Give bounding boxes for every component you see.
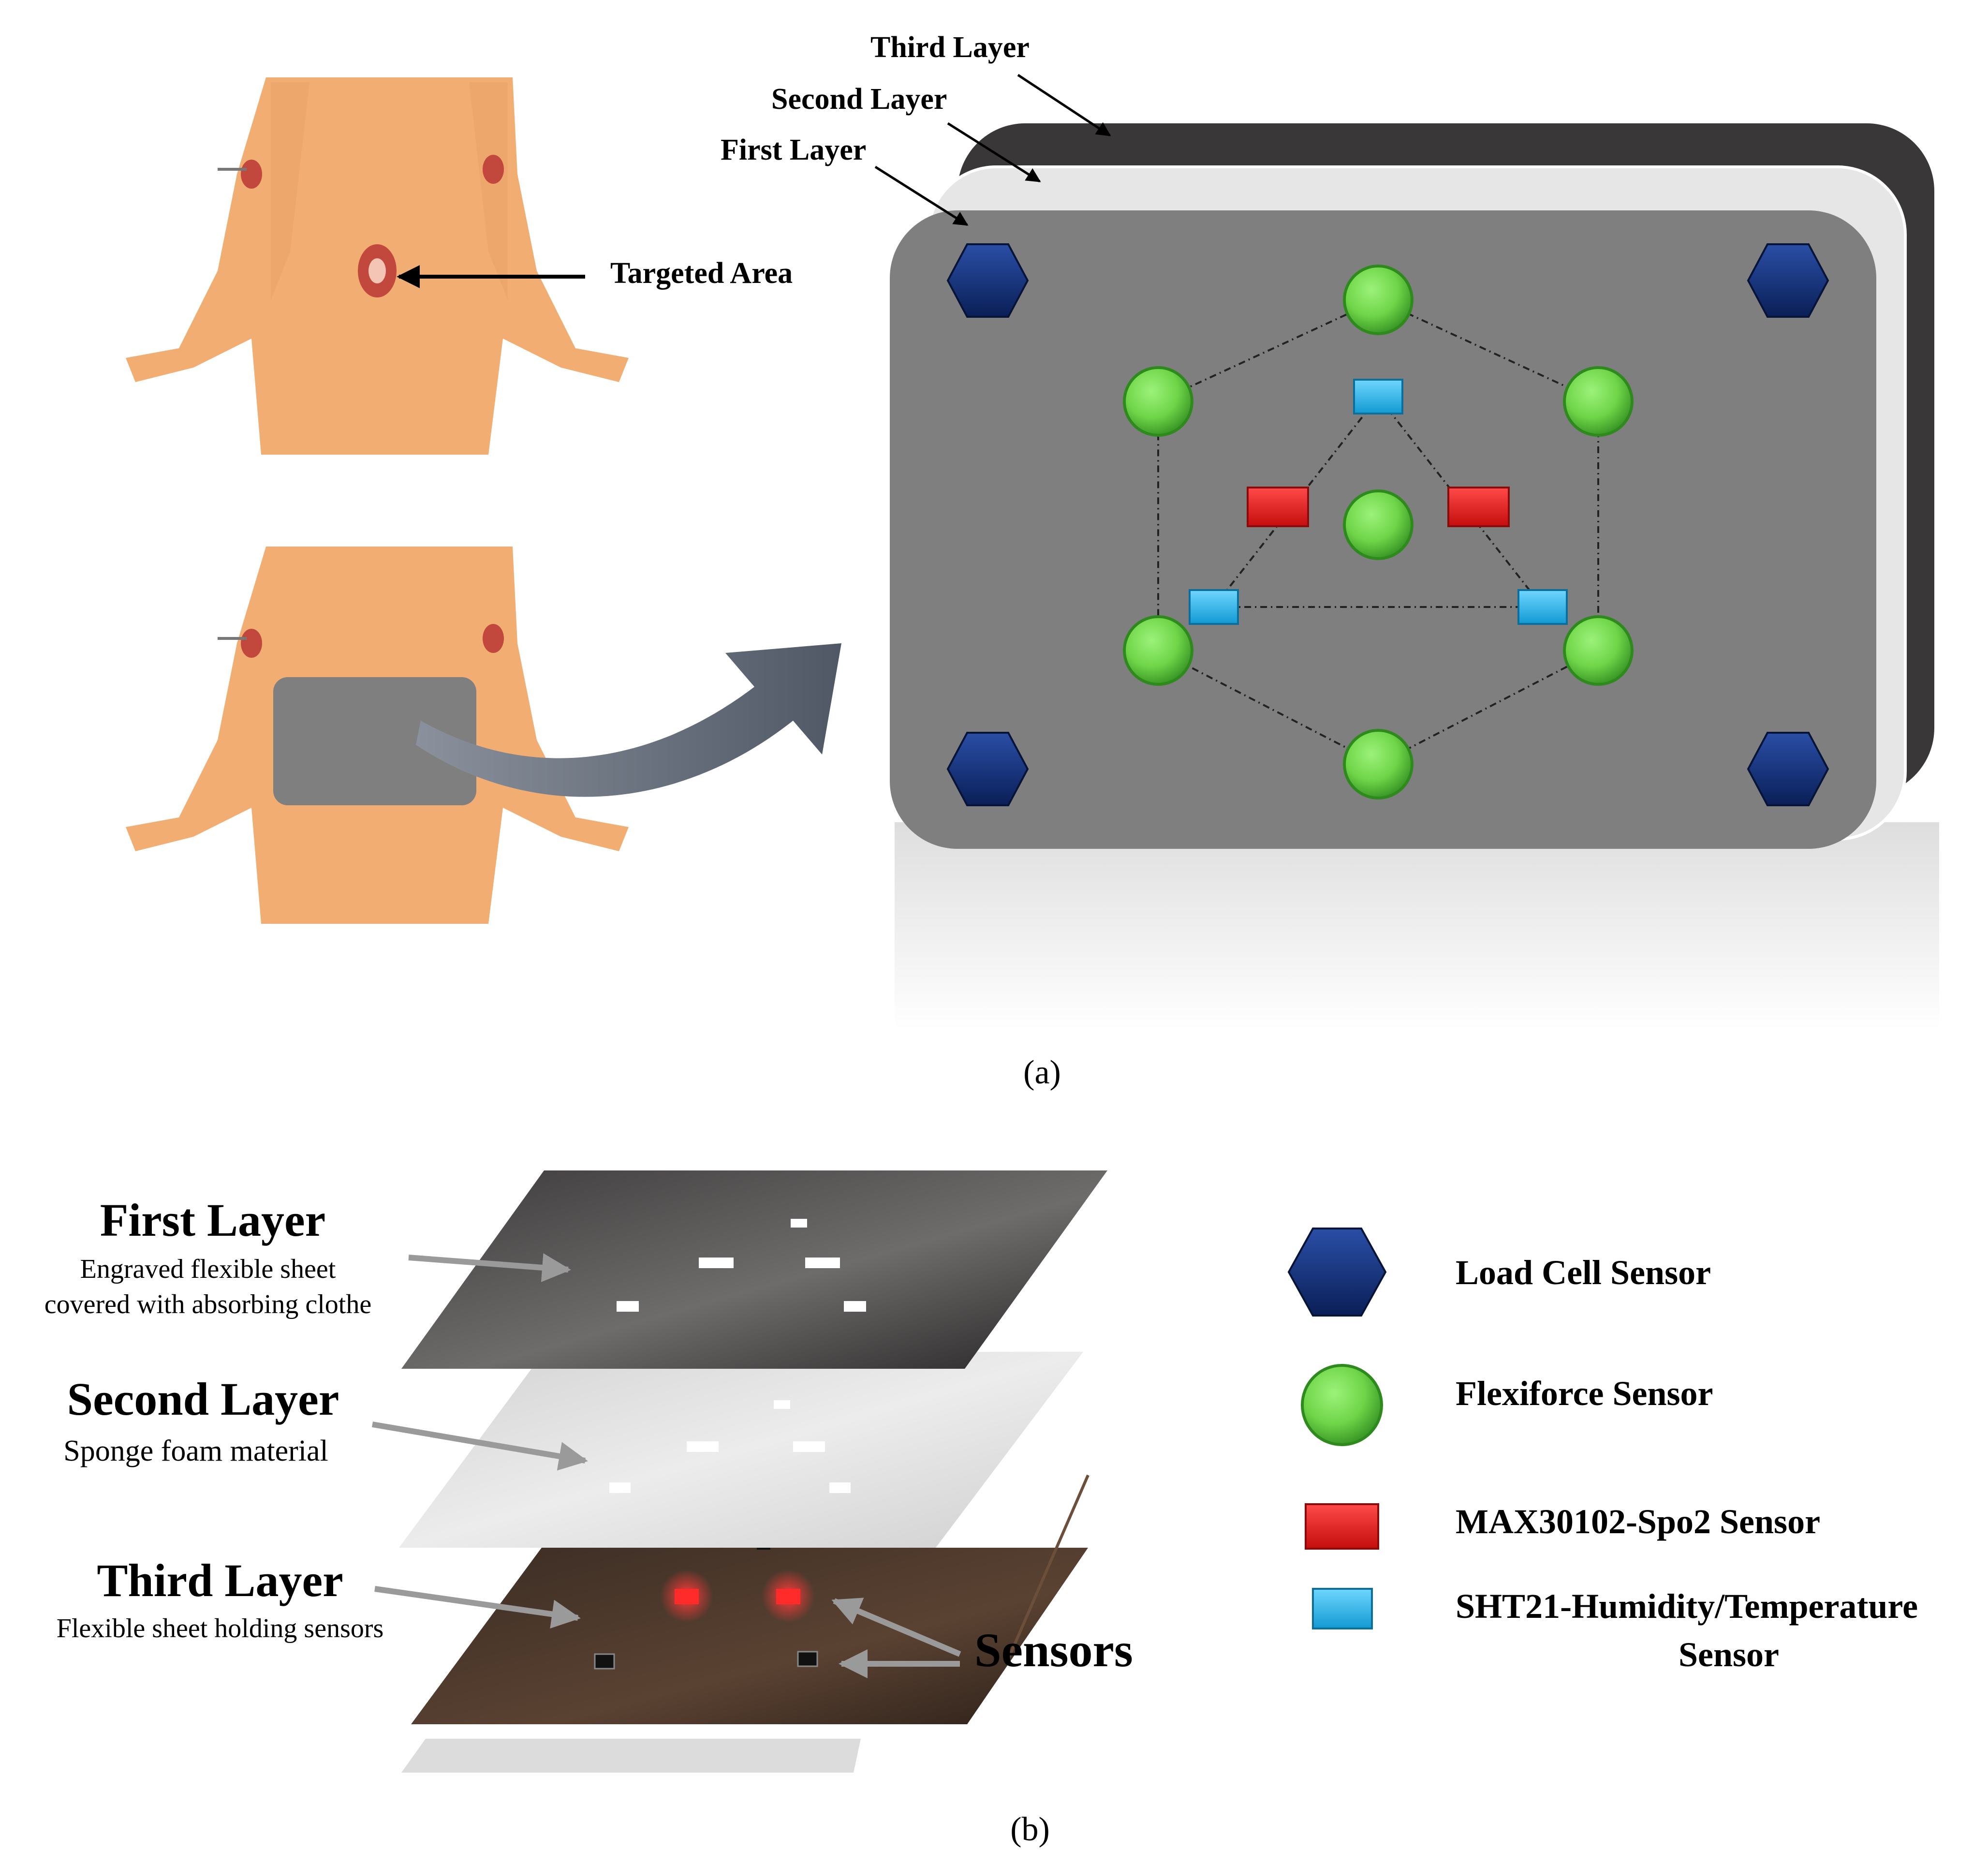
spo2-sensors (1247, 487, 1510, 527)
targeted-area-label: Targeted Area (610, 257, 793, 290)
b-second-layer-arrow (371, 1421, 588, 1471)
pad-on-body (273, 677, 476, 805)
load-cell-bottom-left (946, 732, 1029, 806)
flexiforce-bottom (1343, 729, 1414, 799)
flexiforce-top (1343, 265, 1414, 335)
a-third-layer-label: Third Layer (870, 31, 1030, 64)
flexiforce-center (1343, 489, 1414, 560)
sht21-sensors (1189, 379, 1568, 625)
sht21-top (1353, 379, 1403, 414)
b-third-layer-title: Third Layer (97, 1554, 343, 1606)
load-cell-bottom-right (1747, 732, 1829, 806)
wound-right-arm-2 (483, 624, 504, 653)
body-figure-top (126, 77, 629, 455)
wound-right-arm (483, 155, 504, 184)
flexiforce-sensors (1123, 265, 1634, 799)
flexiforce-upper-right (1563, 366, 1634, 437)
sht21-right (1517, 589, 1568, 625)
legend-load-cell-label: Load Cell Sensor (1456, 1253, 1711, 1292)
flexiforce-upper-left (1123, 366, 1193, 437)
flexiforce-lower-right (1563, 615, 1634, 686)
legend-sht21-icon (1312, 1588, 1373, 1629)
legend-sht21-label-line1: SHT21-Humidity/Temperature (1456, 1587, 1918, 1626)
b-second-layer-desc: Sponge foam material (63, 1435, 328, 1467)
sht21-left (1189, 589, 1239, 625)
wound-left-arm (241, 160, 262, 189)
b-second-layer-sheet (399, 1352, 1083, 1548)
b-sensors-label: Sensors (974, 1623, 1133, 1677)
pad-reflection (895, 822, 1939, 1030)
a-first-layer-label: First Layer (721, 133, 866, 166)
legend-spo2-icon (1305, 1503, 1379, 1550)
caption-b: (b) (1010, 1811, 1050, 1848)
a-third-layer-arrow (1017, 74, 1111, 137)
a-first-layer-arrow (874, 165, 969, 226)
b-first-layer-arrow (408, 1253, 571, 1282)
legend-flexiforce-icon (1301, 1364, 1383, 1446)
a-second-layer-label: Second Layer (771, 83, 947, 116)
b-sensors-arrow-1 (831, 1598, 961, 1657)
b-third-layer-desc: Flexible sheet holding sensors (57, 1613, 384, 1643)
exploded-layers (399, 1170, 1107, 1773)
b-third-layer-arrow (374, 1586, 581, 1629)
body-figure-bottom (126, 547, 629, 924)
legend-spo2-label: MAX30102-Spo2 Sensor (1456, 1502, 1820, 1541)
curved-transfer-arrow (416, 643, 841, 797)
b-first-layer-title: First Layer (100, 1194, 326, 1246)
load-cell-sensors (946, 243, 1829, 806)
b-second-layer-title: Second Layer (67, 1373, 339, 1425)
legend-sht21-label-line2: Sensor (1679, 1635, 1779, 1674)
flexiforce-lower-left (1123, 615, 1193, 686)
legend: Load Cell Sensor Flexiforce Sensor MAX30… (1287, 1228, 1918, 1674)
legend-load-cell-icon (1287, 1228, 1387, 1317)
wound-left-arm-2 (241, 629, 262, 658)
b-third-layer-sheet (411, 1548, 1088, 1724)
legend-flexiforce-label: Flexiforce Sensor (1456, 1374, 1713, 1413)
load-cell-top-right (1747, 243, 1829, 318)
b-first-layer-desc-2: covered with absorbing clothe (44, 1289, 371, 1319)
a-second-layer-arrow (947, 122, 1041, 183)
b-first-layer-sheet (401, 1170, 1107, 1369)
b-first-layer-desc-1: Engraved flexible sheet (80, 1254, 336, 1284)
spo2-right (1447, 487, 1510, 527)
base-shadow (401, 1739, 861, 1773)
load-cell-top-left (946, 243, 1029, 318)
caption-a: (a) (1023, 1054, 1061, 1091)
spo2-left (1247, 487, 1309, 527)
